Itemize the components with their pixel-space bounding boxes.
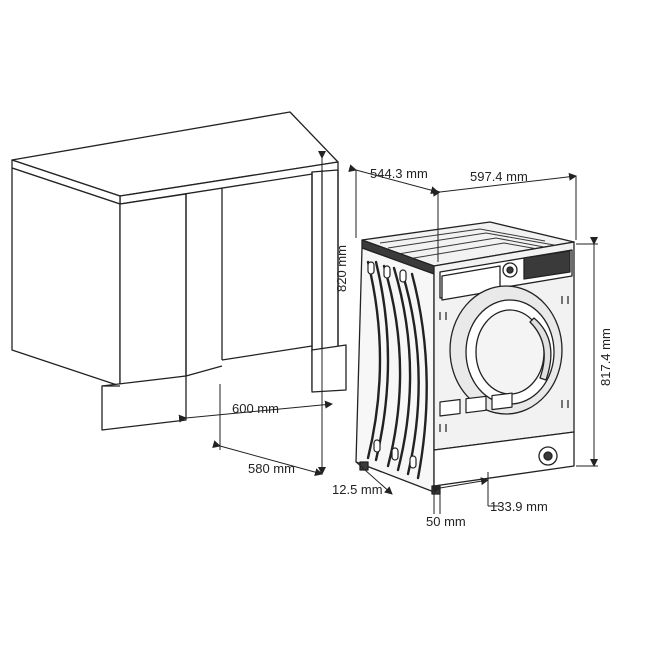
door-handle bbox=[529, 317, 552, 381]
cabinet-left-panel bbox=[11, 167, 121, 387]
label-machine-height: 817.4 mm bbox=[598, 328, 613, 386]
label-machine-width: 597.4 mm bbox=[470, 169, 528, 184]
label-foot-gap: 12.5 mm bbox=[332, 482, 383, 497]
label-foot-offset: 50 mm bbox=[426, 514, 466, 529]
cabinet bbox=[11, 111, 347, 431]
label-machine-depth: 544.3 mm bbox=[370, 166, 428, 181]
label-cabinet-width: 600 mm bbox=[232, 401, 279, 416]
washing-machine bbox=[355, 221, 575, 495]
cabinet-right-plinth bbox=[311, 344, 347, 393]
display-window bbox=[523, 250, 571, 280]
machine-foot-front bbox=[431, 485, 441, 495]
side-ribs bbox=[366, 260, 428, 480]
label-cabinet-height: 820 mm bbox=[334, 245, 349, 292]
label-cabinet-depth: 580 mm bbox=[248, 461, 295, 476]
cabinet-plinth bbox=[101, 375, 187, 431]
dimension-lines bbox=[178, 151, 598, 514]
machine-base bbox=[433, 431, 575, 487]
label-plinth-recess: 133.9 mm bbox=[490, 499, 548, 514]
cabinet-left-front bbox=[119, 193, 187, 387]
